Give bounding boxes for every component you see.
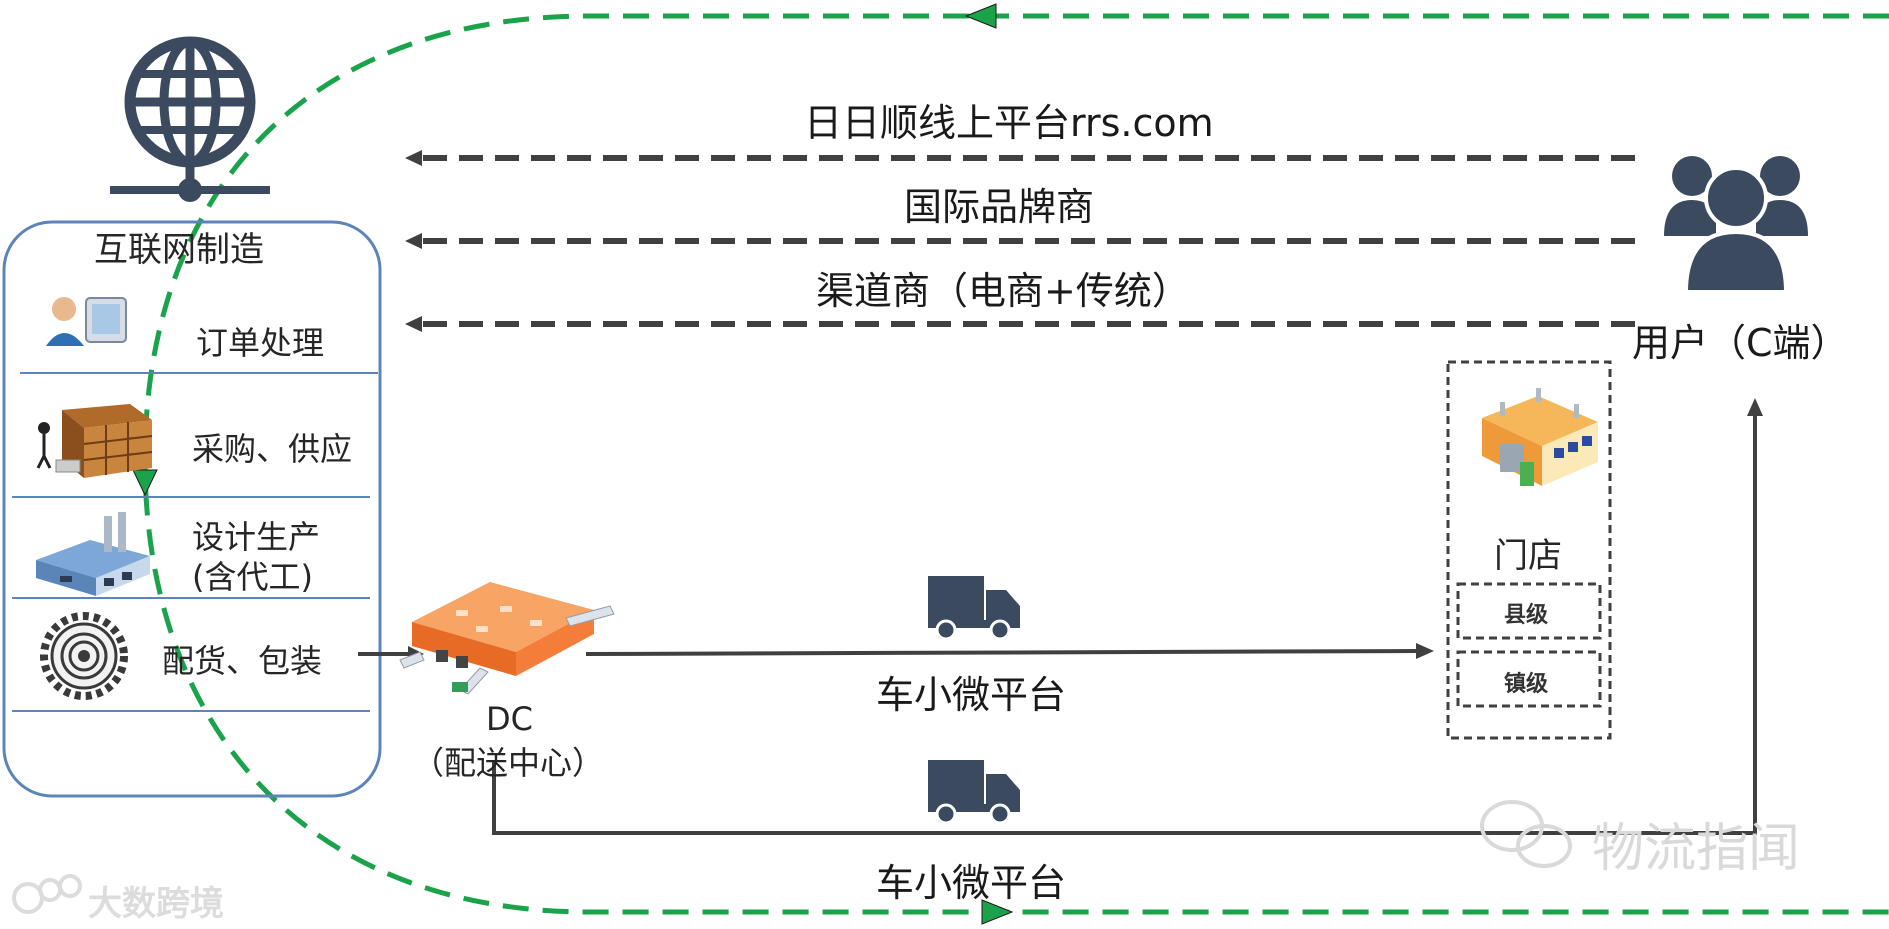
store-building-icon (1482, 388, 1598, 486)
store-label: 门店 (1494, 536, 1562, 576)
factory-icon (36, 512, 150, 596)
warehouse-dc-icon (399, 582, 615, 695)
user-label: 用户（C端） (1632, 321, 1849, 365)
county-level-box (1456, 582, 1602, 640)
panel-item-packing: 配货、包装 (162, 642, 323, 680)
dc-label: DC (486, 700, 533, 738)
channel-brands-label: 国际品牌商 (904, 185, 1095, 229)
green-arrow-left (132, 469, 158, 497)
gear-icon (40, 612, 128, 700)
truck-top-label: 车小微平台 (876, 673, 1067, 717)
town-level-box (1456, 650, 1602, 708)
channel-online-label: 日日顺线上平台rrs.com (804, 101, 1214, 145)
kuajing-logo-icon (12, 874, 82, 914)
green-arrow-top (964, 3, 997, 29)
watermark-left: 大数跨境 (88, 884, 224, 924)
truck-icon (928, 576, 1020, 641)
wechat-watermark-icon (1480, 800, 1572, 868)
truck-icon-bottom (928, 760, 1020, 825)
truck-bottom-label: 车小微平台 (876, 861, 1067, 905)
green-loop-path (142, 13, 1889, 915)
panel-item-design: 设计生产 (192, 518, 321, 556)
left-panel-title: 互联网制造 (94, 230, 264, 270)
panel-item-purchase: 采购、供应 (192, 430, 353, 468)
store-level-county: 县级 (1504, 603, 1549, 628)
dc-to-user-line (492, 412, 1757, 835)
green-arrow-bottom (981, 899, 1014, 925)
dc-sublabel: （配送中心） (412, 744, 605, 782)
panel-item-order: 订单处理 (196, 324, 325, 362)
warehouse-shelf-icon (36, 404, 153, 478)
left-panel-box (2, 220, 382, 798)
globe-icon (110, 36, 270, 202)
store-container (1446, 360, 1612, 740)
user-computer-icon (46, 297, 127, 346)
channel-dealers-label: 渠道商（电商+传统） (816, 269, 1190, 313)
panel-item-design-sub: (含代工) (192, 558, 313, 596)
store-level-town: 镇级 (1504, 672, 1549, 697)
users-icon (1664, 156, 1808, 294)
watermark-right: 物流指闻 (1592, 819, 1801, 879)
dc-to-store-line (585, 649, 1419, 656)
